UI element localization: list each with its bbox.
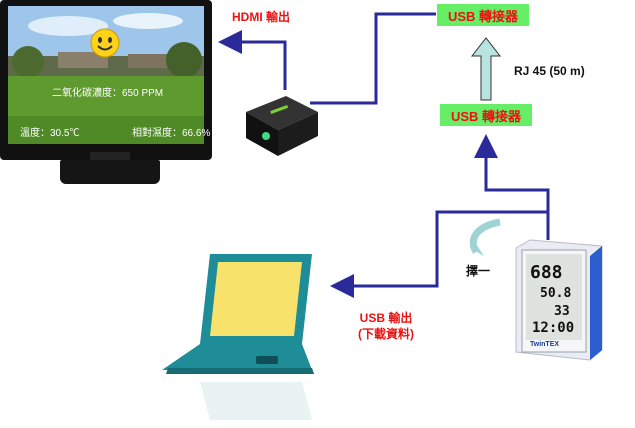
usb-output-line2: (下載資料) — [358, 327, 414, 341]
laptop-icon — [152, 250, 328, 420]
device-to-adapter-line — [474, 134, 550, 240]
tv-screen: 二氧化碳濃度：650 PPM 溫度：30.5℃ 相對濕度：66.6% — [8, 6, 210, 144]
device-brand-logo: TwinTEX — [530, 341, 560, 348]
box-to-adapter-line — [310, 12, 436, 105]
hdmi-line — [218, 30, 287, 90]
co2-monitor-device: 688 50.8 33 12:00 TwinTEX — [510, 239, 608, 370]
usb-adapter-top: USB 轉接器 — [437, 4, 529, 26]
tv-stand — [60, 160, 160, 184]
usb-output-label: USB 輸出 (下載資料) — [358, 310, 414, 342]
device-time-reading: 12:00 — [532, 320, 575, 336]
smiley-face-icon — [90, 28, 120, 58]
device-co2-reading: 688 — [530, 262, 563, 283]
usb-adapter-bottom: USB 轉接器 — [440, 104, 532, 126]
rj45-label: RJ 45 (50 m) — [514, 64, 585, 78]
rj45-arrow — [470, 37, 502, 101]
device-to-laptop-line — [330, 210, 548, 298]
usb-output-line1: USB 輸出 — [359, 311, 413, 325]
android-tv-box — [240, 90, 320, 160]
tv-co2-text: 二氧化碳濃度：650 PPM — [52, 88, 164, 99]
hdmi-output-label: HDMI 輸出 — [232, 10, 290, 24]
device-humidity-reading: 33 — [554, 304, 570, 319]
device-temp-reading: 50.8 — [540, 286, 572, 301]
tv-temperature-text: 溫度：30.5℃ — [20, 128, 80, 139]
choose-one-label: 擇一 — [466, 264, 491, 278]
tv-humidity-text: 相對濕度：66.6% — [132, 128, 211, 139]
